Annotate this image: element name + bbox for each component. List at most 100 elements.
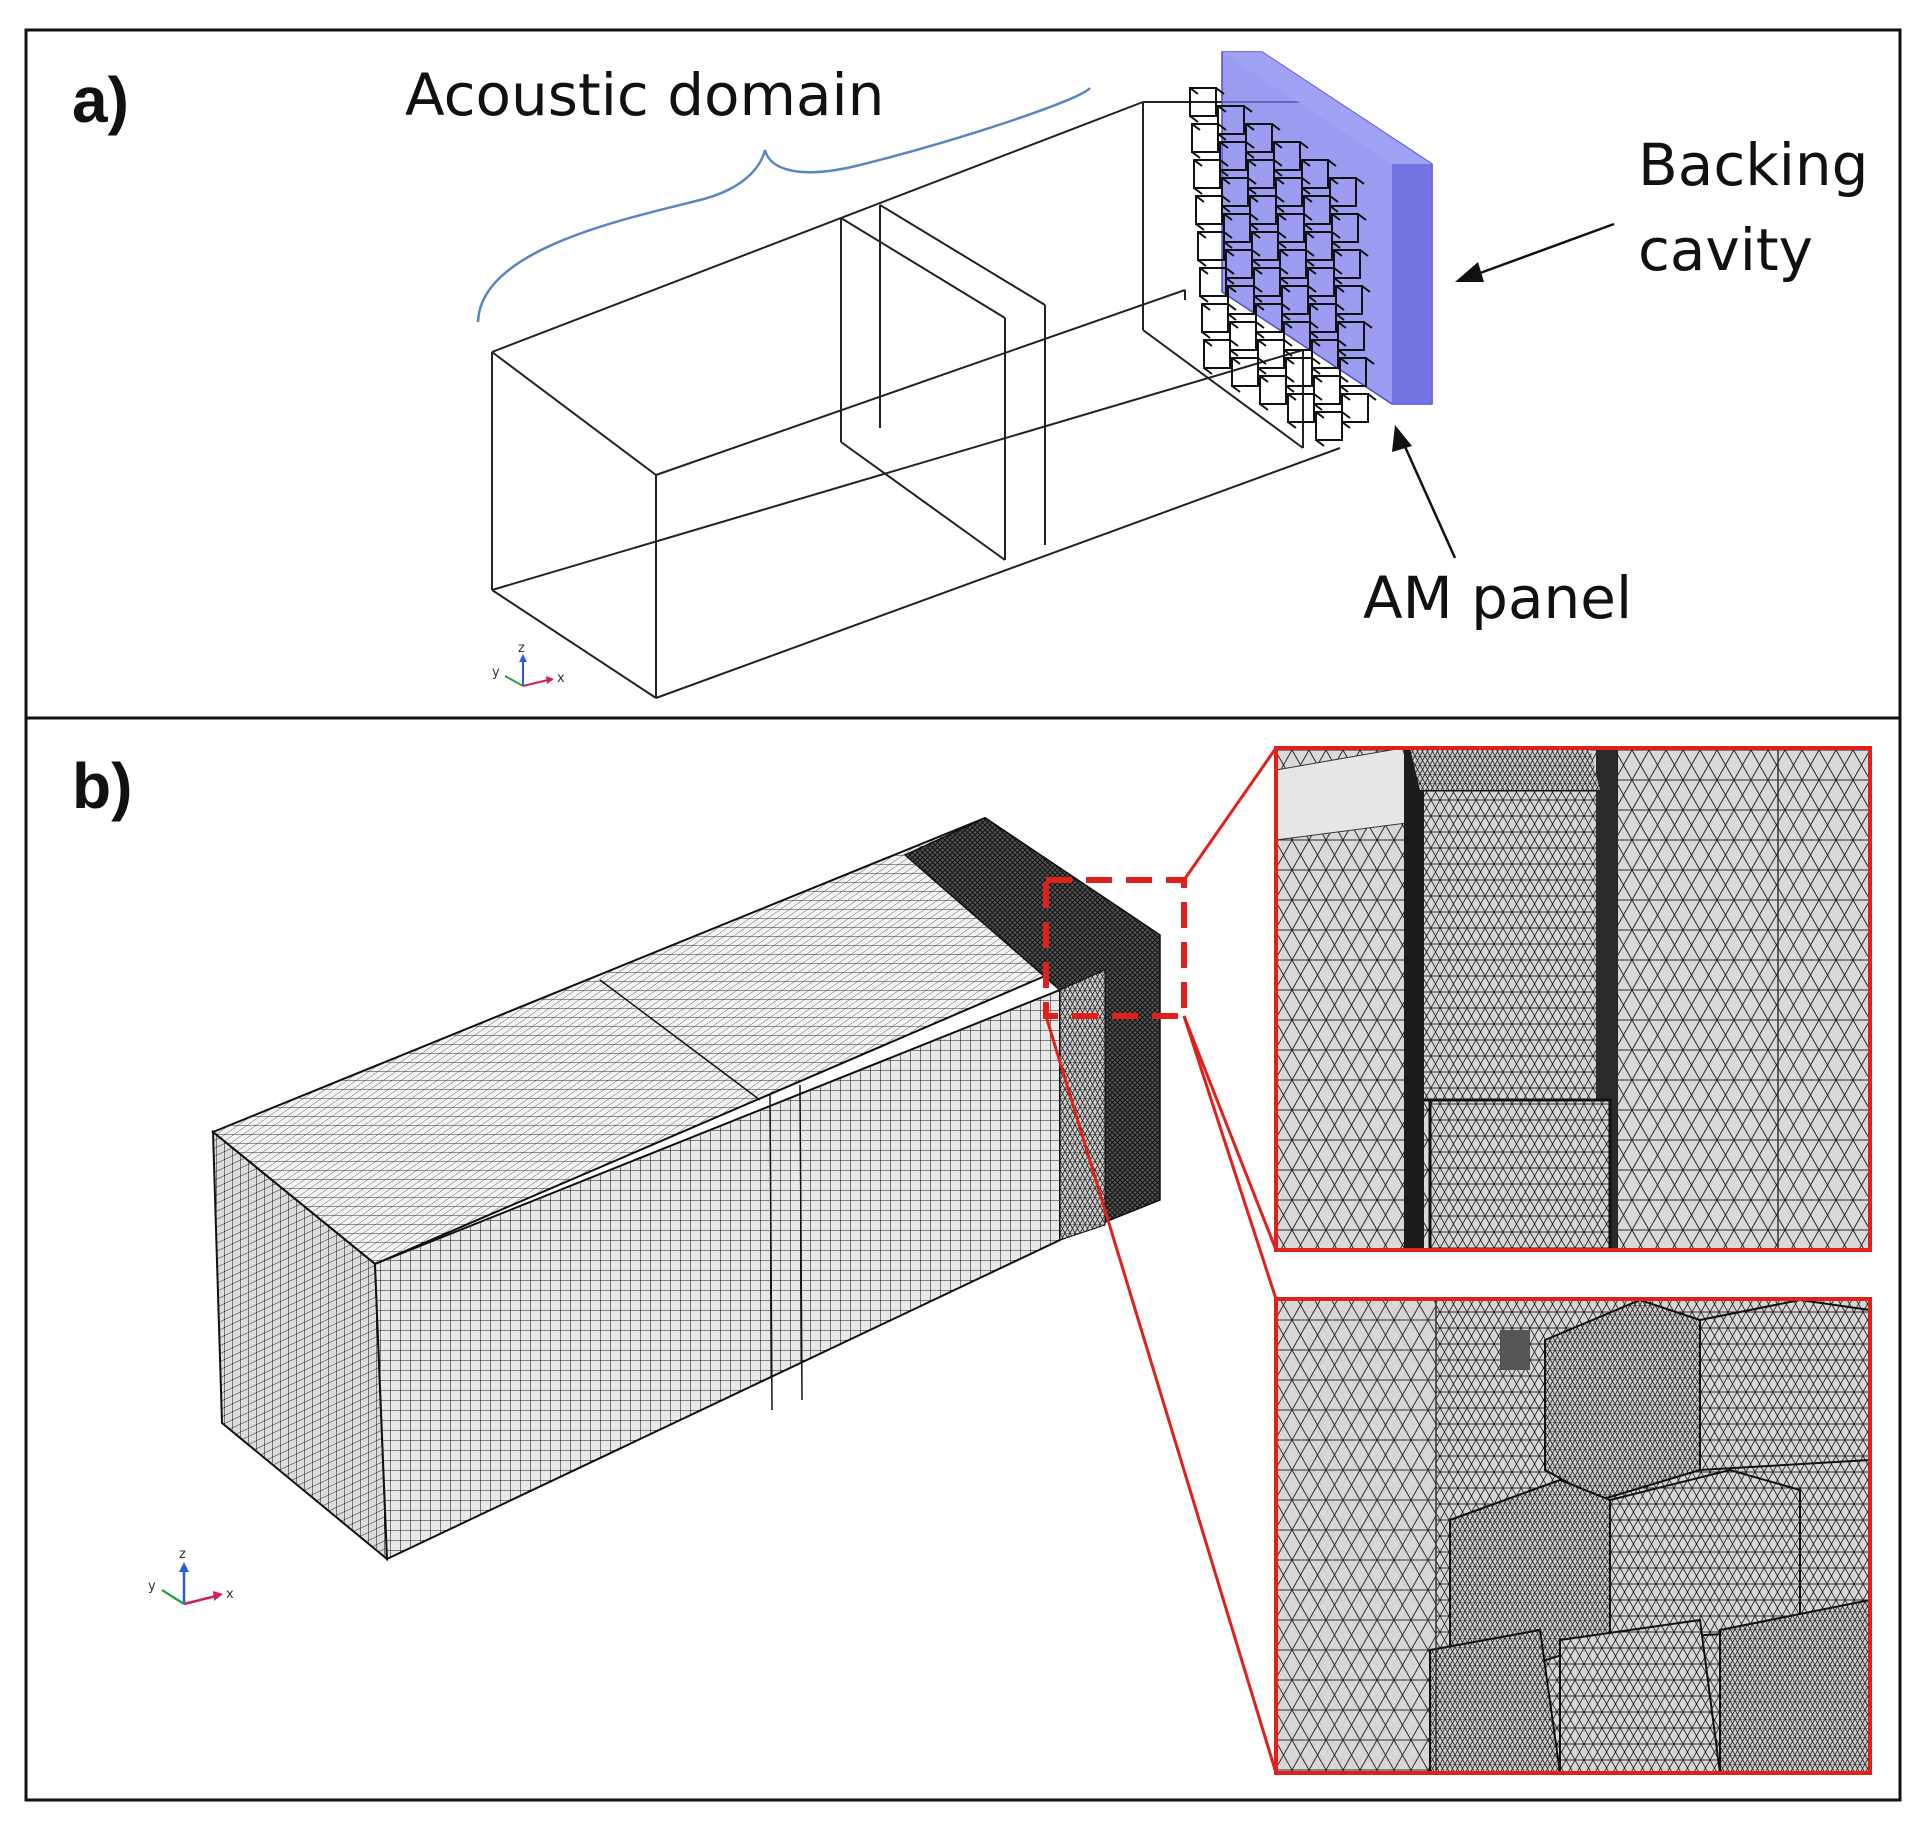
lattice-cell-edge [1307,267,1343,303]
lattice-cell-edge [1259,375,1295,411]
lattice-cell [1221,177,1249,207]
backing-cavity-block [1221,51,1433,405]
lattice-cell [1249,195,1277,225]
lattice-cell [1331,213,1359,243]
lattice-cell-edge [1287,393,1323,429]
axis-triad-b: z x y [148,1547,234,1606]
lattice-cell [1275,177,1303,207]
lattice-cell-edge [1303,195,1339,231]
lattice-cell-edge [1315,411,1351,447]
axis-x-label-b: x [226,1587,234,1602]
lattice-cell-edge [1337,321,1373,357]
lattice-cell [1225,249,1253,279]
acoustic-domain-brace [476,87,1091,323]
lattice-cell-edge [1305,231,1341,267]
axis-y-label: y [492,665,500,680]
lattice-cell [1301,159,1329,189]
lattice-cell-edge [1257,339,1293,375]
lattice-cell-edge [1247,159,1283,195]
lattice-cell [1231,357,1259,387]
zoom-connectors [1044,747,1278,1774]
meshed-domain [211,816,1161,1562]
lattice-cell [1329,177,1357,207]
lattice-cell [1313,375,1341,405]
lattice-cell-edge [1255,303,1291,339]
lattice-cell [1341,393,1369,423]
axis-triad-a: z x y [492,641,565,687]
acoustic-domain-wireframe [491,101,1341,699]
backing-cavity-arrow [1455,222,1615,282]
lattice-cell-edge [1195,195,1231,231]
lattice-cell [1201,303,1229,333]
lattice-cell [1307,267,1335,297]
lattice-cell-edge [1273,141,1309,177]
lattice-cell [1217,105,1245,135]
lattice-cell [1273,141,1301,171]
lattice-cell-edge [1341,393,1377,429]
lattice-cell [1253,267,1281,297]
lattice-cell-edge [1199,267,1235,303]
lattice-cell-edge [1251,231,1287,267]
lattice-cell-edge [1311,339,1347,375]
lattice-cell [1281,285,1309,315]
lattice-cell-edge [1285,357,1321,393]
lattice-cell-edge [1221,177,1257,213]
lattice-cell-edge [1219,141,1255,177]
lattice-cell-edge [1335,285,1371,321]
lattice-cell-edge [1231,357,1267,393]
lattice-cell-edge [1281,285,1317,321]
axis-z-label: z [518,641,525,656]
lattice-cell-edge [1197,231,1233,267]
lattice-cell-edge [1191,123,1227,159]
zoom-region-marker [1043,877,1187,1019]
lattice-cell [1339,357,1367,387]
lattice-cell [1335,285,1363,315]
am-panel-label: AM panel [1363,564,1632,632]
lattice-cell [1245,123,1273,153]
lattice-cell-edge [1193,159,1229,195]
lattice-cell-edge [1229,321,1265,357]
lattice-cell [1229,321,1257,351]
lattice-cell [1189,87,1217,117]
lattice-cell-edge [1275,177,1311,213]
lattice-cell-edge [1225,249,1261,285]
lattice-cell [1219,141,1247,171]
lattice-cell [1283,321,1311,351]
lattice-cell [1309,303,1337,333]
panel-b: b) [72,746,1872,1775]
lattice-cell [1247,159,1275,189]
am-panel-lattice [1189,87,1377,447]
lattice-cell-edge [1279,249,1315,285]
panel-a-letter: a) [72,64,129,136]
lattice-cell-edge [1189,87,1225,123]
lattice-cell [1311,339,1339,369]
lattice-cell-edge [1309,303,1345,339]
lattice-cell [1259,375,1287,405]
lattice-cell [1277,213,1305,243]
lattice-cell [1333,249,1361,279]
am-panel-arrow [1392,425,1457,559]
zoom-inset-top [1274,746,1872,1252]
lattice-cell-edge [1333,249,1369,285]
lattice-cell [1197,231,1225,261]
lattice-cell-edge [1331,213,1367,249]
lattice-cell [1257,339,1285,369]
lattice-cell [1199,267,1227,297]
lattice-cell-edge [1253,267,1289,303]
axis-x-label: x [557,671,565,686]
backing-cavity-label-line2: cavity [1638,216,1813,284]
lattice-cell [1203,339,1231,369]
lattice-cell [1223,213,1251,243]
lattice-cell [1315,411,1343,441]
panel-a: a) Acoustic domain Backing cavity AM pan… [72,51,1869,699]
lattice-cell [1279,249,1307,279]
lattice-cell [1227,285,1255,315]
lattice-cell-edge [1313,375,1349,411]
panel-b-letter: b) [72,750,132,822]
acoustic-domain-label: Acoustic domain [405,61,884,129]
lattice-cell-edge [1223,213,1259,249]
lattice-cell [1337,321,1365,351]
backing-cavity-side [1392,164,1432,404]
lattice-cell-edge [1329,177,1365,213]
